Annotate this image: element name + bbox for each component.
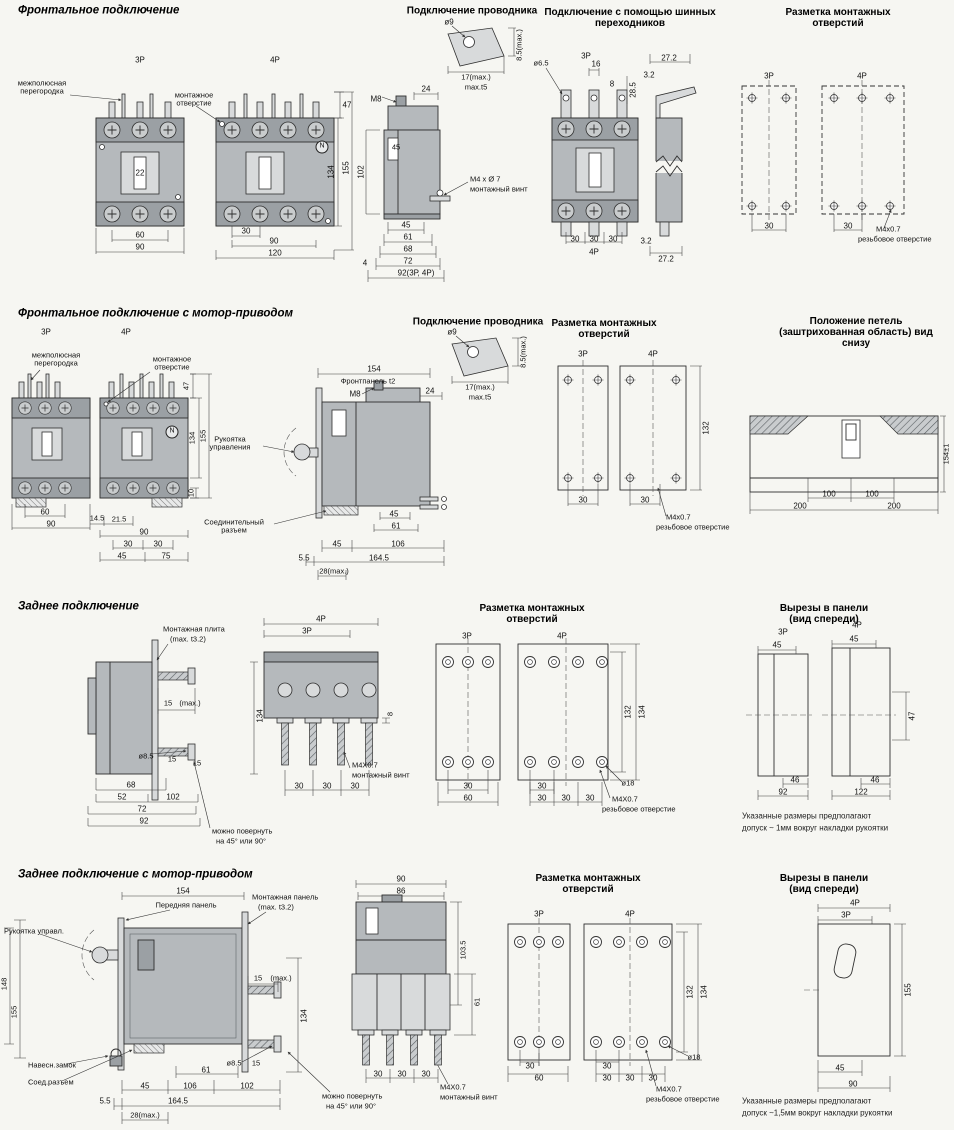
fig-rear-motor-back-view	[351, 880, 476, 1083]
fig-mounting-holes-motor	[557, 360, 702, 517]
fig-mounting-holes-rear-motor	[507, 918, 702, 1087]
fig-front-connection-4p	[195, 91, 354, 260]
fig-conductor-connection-2	[451, 335, 520, 384]
fig-rear-connection-side	[87, 639, 258, 829]
fig-front-connection-3p	[69, 93, 185, 254]
fig-bus-adapters	[545, 54, 697, 256]
fig-rear-motor-side	[4, 892, 449, 1124]
fig-rear-connection-front	[263, 618, 390, 796]
fig-conductor-connection	[365, 25, 516, 282]
fig-panel-cutout-rear-motor	[804, 904, 906, 1092]
fig-front-motor-3p-4p	[11, 369, 212, 562]
fig-mounting-holes-front	[741, 80, 905, 232]
fig-hinge-position	[749, 415, 946, 514]
fig-panel-cutouts-rear	[746, 640, 910, 800]
fig-mounting-holes-rear	[435, 638, 640, 806]
fig-motor-side-view	[262, 368, 447, 580]
